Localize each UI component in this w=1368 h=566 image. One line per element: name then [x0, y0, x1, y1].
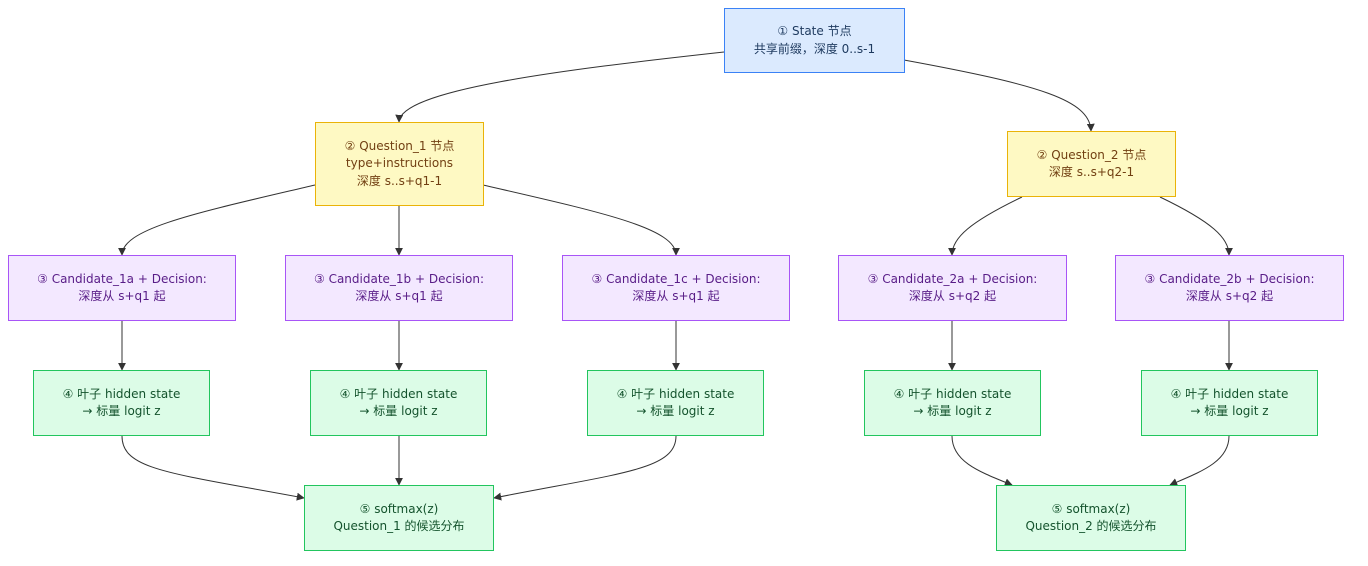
- candidate-1a-depth: 深度从 s+q1 起: [78, 289, 166, 303]
- leaf-2b-title: ④ 叶子 hidden state: [1170, 386, 1289, 401]
- edge-l1c-s1: [493, 435, 677, 501]
- softmax-2-node: ⑤ softmax(z) Question_2 的候选分布: [996, 485, 1186, 551]
- candidate-2b-title: ③ Candidate_2b + Decision:: [1144, 271, 1315, 286]
- leaf-1c-title: ④ 叶子 hidden state: [616, 386, 735, 401]
- candidate-1a-title: ③ Candidate_1a + Decision:: [37, 271, 207, 286]
- leaf-2b-logit: → 标量 logit z: [1190, 404, 1269, 418]
- candidate-2b-node: ③ Candidate_2b + Decision: 深度从 s+q2 起: [1115, 255, 1344, 321]
- candidate-2a-depth: 深度从 s+q2 起: [908, 289, 997, 303]
- question-1-depth: 深度 s..s+q1-1: [356, 173, 443, 188]
- candidate-1c-title: ③ Candidate_1c + Decision:: [591, 271, 761, 286]
- candidate-2b-depth: 深度从 s+q2 起: [1185, 289, 1274, 303]
- candidate-1b-depth: 深度从 s+q1 起: [355, 289, 443, 303]
- candidate-1c-node: ③ Candidate_1c + Decision: 深度从 s+q1 起: [562, 255, 790, 321]
- candidate-1b-node: ③ Candidate_1b + Decision: 深度从 s+q1 起: [285, 255, 513, 321]
- leaf-1a-node: ④ 叶子 hidden state → 标量 logit z: [33, 370, 210, 436]
- edge-l2b-s2: [1169, 435, 1230, 486]
- candidate-1a-node: ③ Candidate_1a + Decision: 深度从 s+q1 起: [8, 255, 236, 321]
- edge-q2-c2b: [1159, 196, 1233, 256]
- question-2-node: ② Question_2 节点 深度 s..s+q2-1: [1007, 131, 1176, 197]
- softmax-1-node: ⑤ softmax(z) Question_1 的候选分布: [304, 485, 494, 551]
- edge-q1-c1a: [118, 184, 316, 256]
- candidate-1b-title: ③ Candidate_1b + Decision:: [314, 271, 484, 286]
- question-2-title: ② Question_2 节点: [1036, 147, 1147, 162]
- softmax-1-desc: Question_1 的候选分布: [333, 519, 465, 533]
- question-1-title: ② Question_1 节点: [344, 138, 455, 153]
- state-node-desc: 共享前缀，深度 0..s-1: [753, 41, 876, 56]
- state-node-title: ① State 节点: [777, 24, 852, 38]
- edge-state-q1: [395, 51, 725, 123]
- leaf-1a-title: ④ 叶子 hidden state: [62, 386, 181, 401]
- softmax-1-title: ⑤ softmax(z): [359, 501, 439, 516]
- softmax-2-title: ⑤ softmax(z): [1051, 501, 1131, 516]
- candidate-2a-title: ③ Candidate_2a + Decision:: [867, 271, 1038, 286]
- edge-state-q2: [903, 59, 1095, 132]
- state-node: ① State 节点 共享前缀，深度 0..s-1: [724, 8, 905, 73]
- edge-q1-c1c: [482, 184, 680, 256]
- leaf-1c-node: ④ 叶子 hidden state → 标量 logit z: [587, 370, 764, 436]
- leaf-1b-logit: → 标量 logit z: [359, 404, 438, 418]
- leaf-1c-logit: → 标量 logit z: [636, 404, 715, 418]
- leaf-2a-logit: → 标量 logit z: [913, 404, 992, 418]
- leaf-2a-title: ④ 叶子 hidden state: [893, 386, 1012, 401]
- leaf-1b-node: ④ 叶子 hidden state → 标量 logit z: [310, 370, 487, 436]
- question-1-node: ② Question_1 节点 type+instructions 深度 s..…: [315, 122, 484, 206]
- leaf-2b-node: ④ 叶子 hidden state → 标量 logit z: [1141, 370, 1318, 436]
- candidate-2a-node: ③ Candidate_2a + Decision: 深度从 s+q2 起: [838, 255, 1067, 321]
- edge-l1a-s1: [121, 435, 305, 501]
- edge-q2-c2a: [948, 196, 1023, 256]
- candidate-1c-depth: 深度从 s+q1 起: [632, 289, 720, 303]
- question-1-content: type+instructions: [345, 156, 454, 171]
- softmax-2-desc: Question_2 的候选分布: [1025, 519, 1157, 533]
- question-2-depth: 深度 s..s+q2-1: [1048, 165, 1135, 179]
- leaf-1a-logit: → 标量 logit z: [82, 404, 161, 418]
- leaf-2a-node: ④ 叶子 hidden state → 标量 logit z: [864, 370, 1041, 436]
- leaf-1b-title: ④ 叶子 hidden state: [339, 386, 458, 401]
- edge-l2a-s2: [951, 435, 1013, 486]
